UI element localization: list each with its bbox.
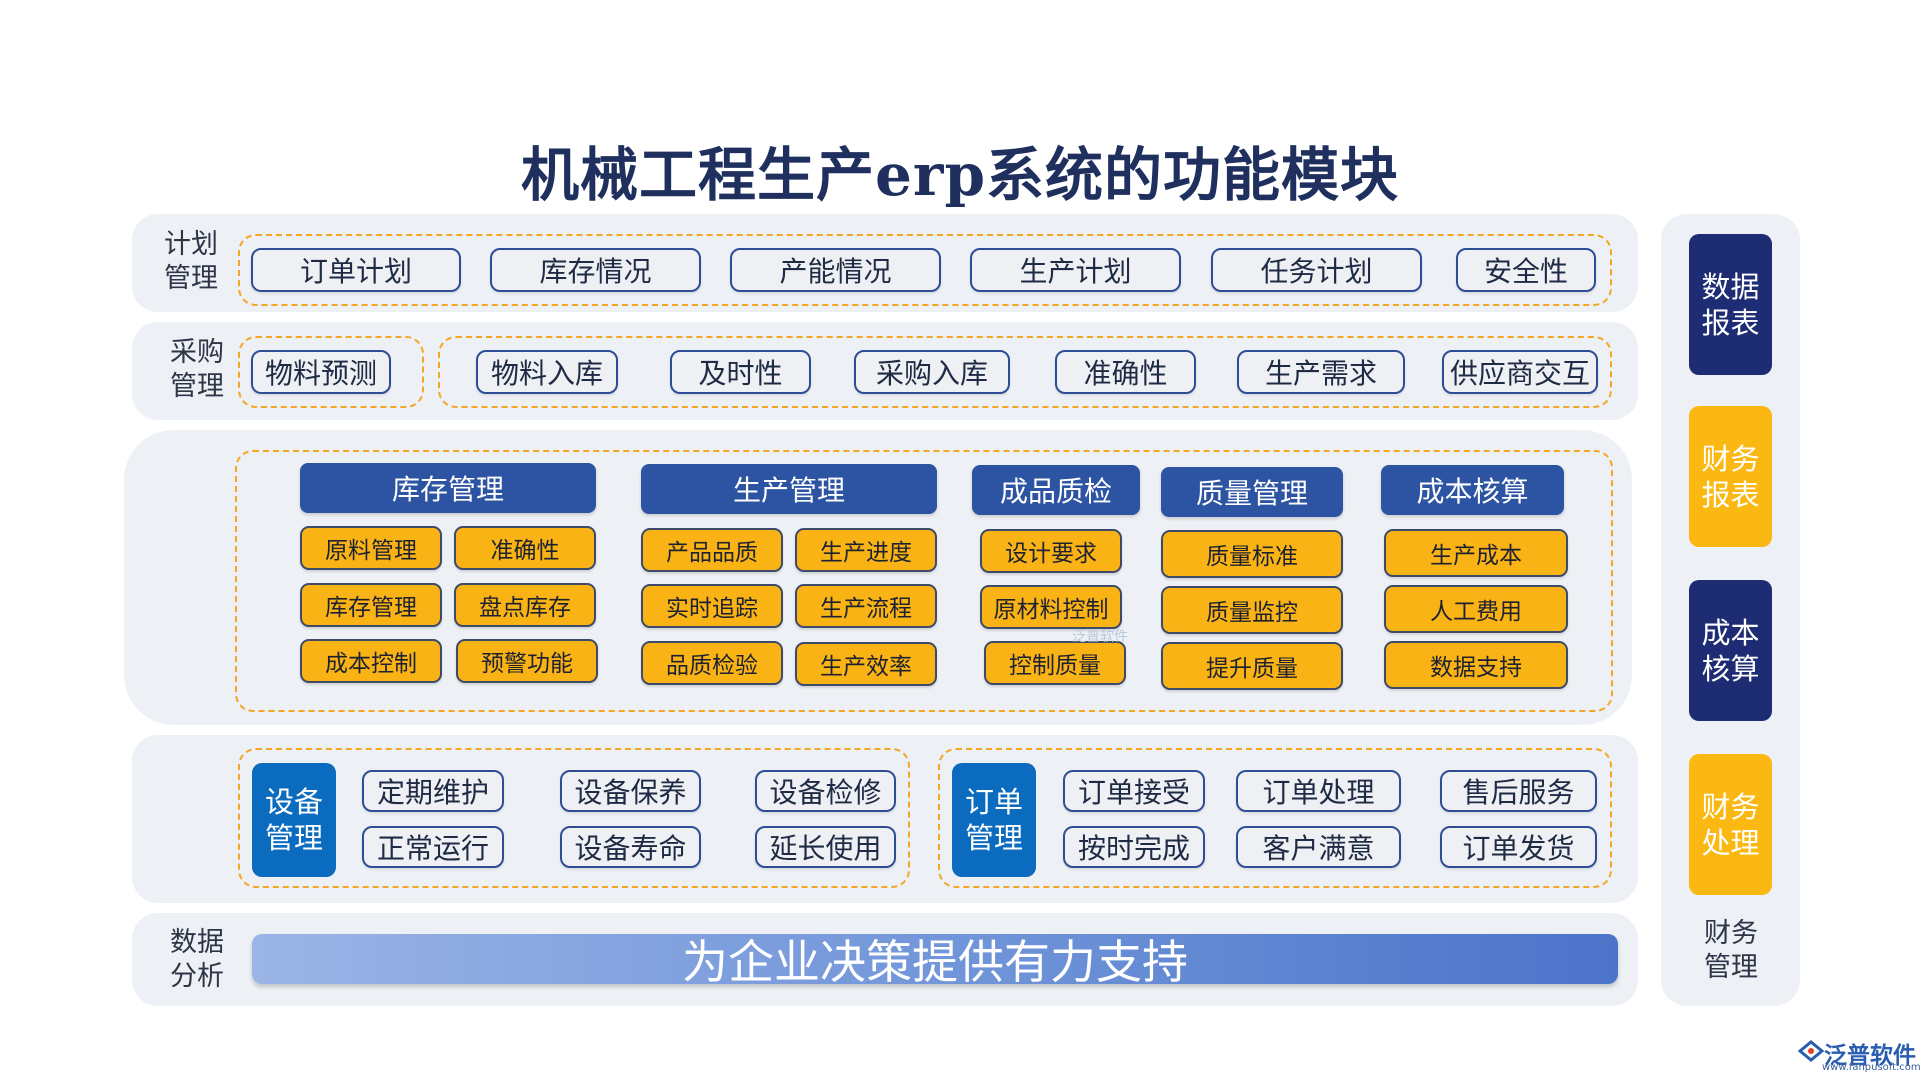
inventory-item: 成本控制: [300, 639, 442, 683]
purchasing-group-a: [238, 336, 424, 408]
purchasing-label: 采购 管理: [170, 337, 224, 402]
orders-group: [938, 748, 1612, 888]
inspection-item: 原材料控制: [980, 585, 1122, 629]
planning-item: 订单计划: [251, 248, 461, 292]
production-item: 生产流程: [795, 584, 937, 628]
planning-label: 计划 管理: [164, 229, 218, 294]
purchasing-item: 供应商交互: [1442, 350, 1598, 394]
inspection-item: 设计要求: [980, 529, 1122, 573]
quality-item: 提升质量: [1161, 642, 1343, 690]
purchasing-item: 物料入库: [476, 350, 618, 394]
purchasing-item: 生产需求: [1237, 350, 1405, 394]
planning-item: 安全性: [1456, 248, 1596, 292]
finance-box-financial-report: 财务 报表: [1689, 406, 1772, 547]
brand-url: www.fanpusoft.com: [1822, 1062, 1920, 1073]
finance-box-processing: 财务 处理: [1689, 754, 1772, 895]
purchasing-item: 准确性: [1055, 350, 1196, 394]
production-header: 生产管理: [641, 464, 937, 514]
purchasing-item: 及时性: [670, 350, 811, 394]
equipment-item: 设备检修: [755, 770, 896, 812]
equipment-item: 设备保养: [560, 770, 701, 812]
order-item: 订单处理: [1236, 770, 1401, 812]
brand-mark-icon: [1798, 1040, 1824, 1062]
analysis-banner: 为企业决策提供有力支持: [252, 934, 1618, 989]
finance-box-cost-accounting: 成本 核算: [1689, 580, 1772, 721]
inspection-item: 控制质量: [984, 641, 1126, 685]
orders-label: 订单 管理: [952, 763, 1036, 877]
inspection-header: 成品质检: [972, 465, 1140, 515]
inventory-item: 预警功能: [456, 639, 598, 683]
analysis-label: 数据 分析: [170, 927, 224, 992]
production-item: 实时追踪: [641, 584, 783, 628]
inventory-item: 库存管理: [300, 583, 442, 627]
cost-item: 人工费用: [1384, 585, 1568, 633]
watermark: 泛普软件: [1072, 629, 1128, 645]
planning-item: 库存情况: [490, 248, 701, 292]
equipment-orders-panel: [132, 735, 1638, 903]
equipment-item: 设备寿命: [560, 826, 701, 868]
planning-item: 生产计划: [970, 248, 1181, 292]
quality-item: 质量监控: [1161, 586, 1343, 634]
order-item: 订单接受: [1063, 770, 1205, 812]
brand-name: 泛普软件: [1824, 1043, 1916, 1069]
order-item: 客户满意: [1236, 826, 1401, 868]
order-item: 售后服务: [1440, 770, 1597, 812]
production-item: 生产进度: [795, 528, 937, 572]
order-item: 订单发货: [1440, 826, 1597, 868]
page-title: 机械工程生产erp系统的功能模块: [520, 141, 1399, 209]
cost-item: 数据支持: [1384, 641, 1568, 689]
planning-group: [238, 234, 1612, 306]
production-item: 品质检验: [641, 641, 783, 685]
quality-item: 质量标准: [1161, 530, 1343, 578]
equipment-item: 正常运行: [362, 826, 504, 868]
equipment-item: 延长使用: [755, 826, 896, 868]
purchasing-item: 采购入库: [854, 350, 1010, 394]
inventory-item: 盘点库存: [454, 583, 596, 627]
equipment-label: 设备 管理: [252, 763, 336, 877]
finance-box-data-report: 数据 报表: [1689, 234, 1772, 375]
core-group: [235, 450, 1613, 712]
equipment-group: [238, 748, 910, 888]
cost-header: 成本核算: [1381, 465, 1564, 515]
brand-logo: 泛普软件 www.fanpusoft.com: [1796, 1036, 1920, 1076]
inventory-header: 库存管理: [300, 463, 596, 513]
inventory-item: 准确性: [454, 526, 596, 570]
inventory-item: 原料管理: [300, 526, 442, 570]
production-item: 产品品质: [641, 528, 783, 572]
quality-header: 质量管理: [1161, 467, 1343, 517]
purchasing-item: 物料预测: [251, 350, 391, 394]
equipment-item: 定期维护: [362, 770, 504, 812]
order-item: 按时完成: [1063, 826, 1205, 868]
planning-item: 产能情况: [730, 248, 941, 292]
planning-item: 任务计划: [1211, 248, 1422, 292]
purchasing-group-b: [438, 336, 1612, 408]
finance-label: 财务 管理: [1704, 918, 1758, 983]
production-item: 生产效率: [795, 642, 937, 686]
cost-item: 生产成本: [1384, 529, 1568, 577]
